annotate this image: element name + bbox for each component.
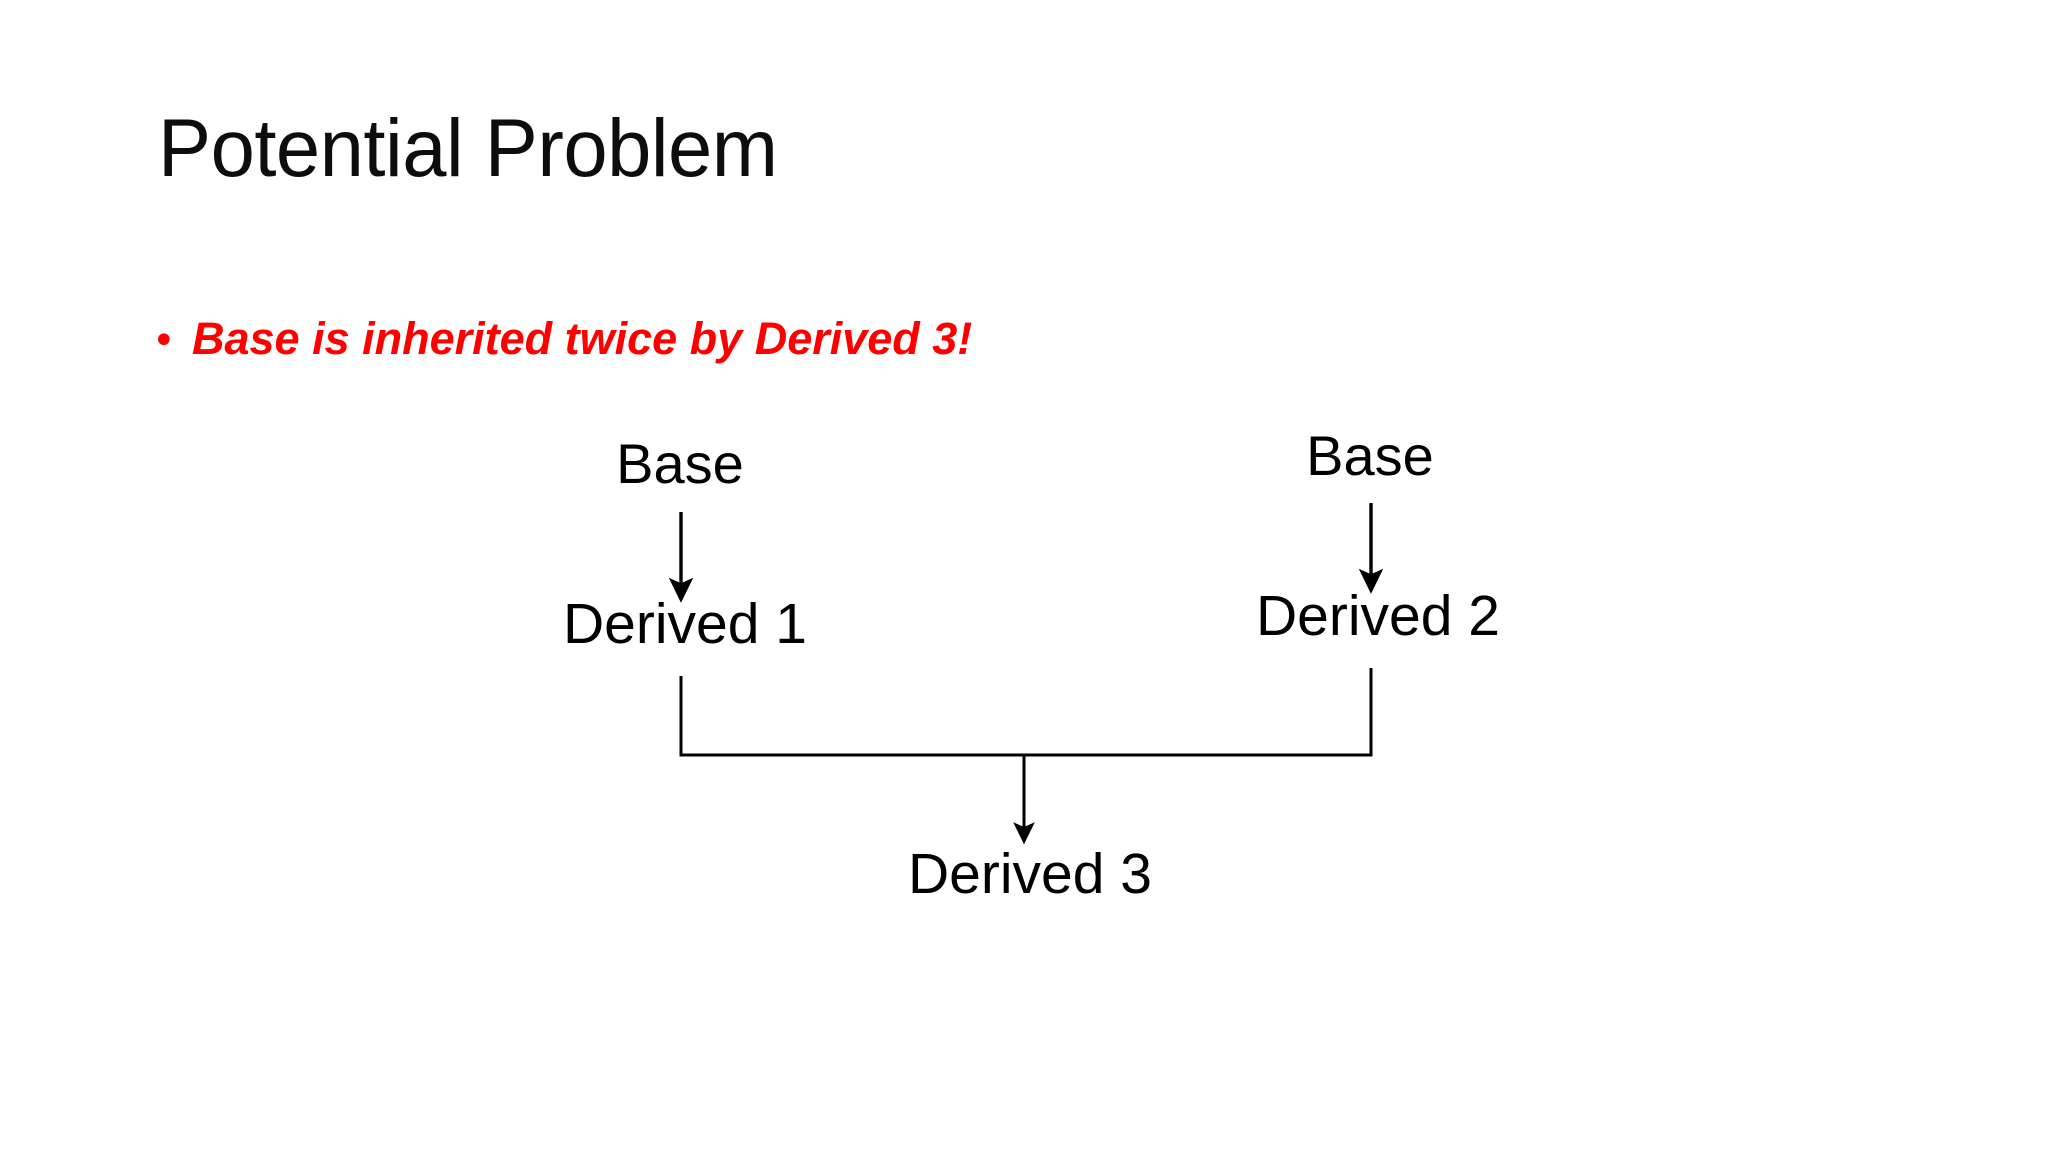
page-title: Potential Problem [158, 103, 778, 194]
bullet-point-icon: • [152, 318, 176, 364]
diagram-node-derived-2: Derived 2 [1256, 584, 1500, 648]
diagram-node-derived-3: Derived 3 [908, 842, 1152, 906]
diagram-node-base-left: Base [616, 432, 744, 495]
diagram-node-base-right: Base [1306, 424, 1434, 487]
diagram-node-derived-1: Derived 1 [563, 592, 807, 656]
bullet-list-item: • Base is inherited twice by Derived 3! [152, 316, 972, 361]
bullet-item-label: Base is inherited twice by Derived 3! [192, 313, 973, 364]
